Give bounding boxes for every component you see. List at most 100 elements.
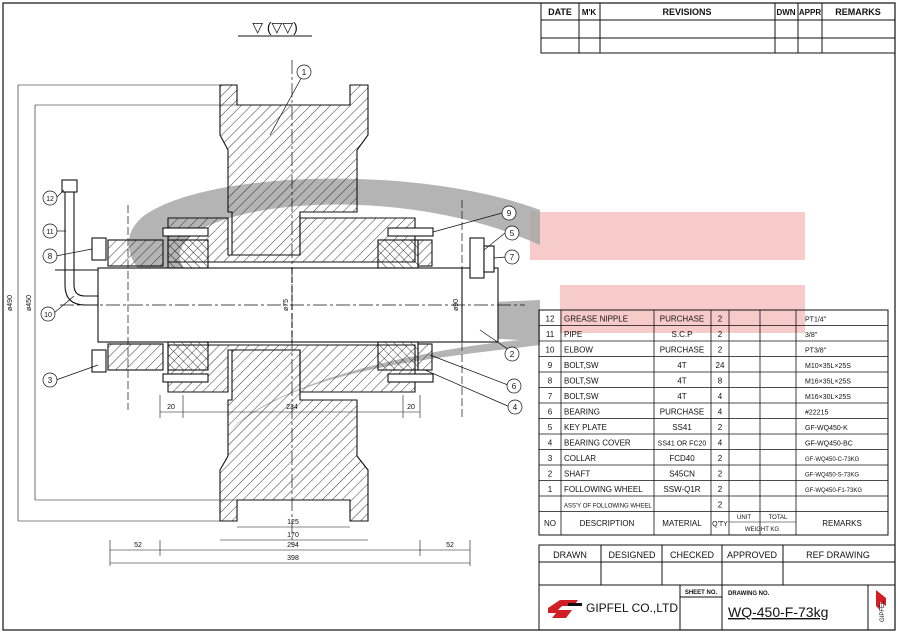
rev-header-remarks: REMARKS — [835, 7, 881, 17]
parts-cell-qty: 2 — [718, 485, 723, 494]
parts-cell-qty: 2 — [718, 470, 723, 479]
parts-cell-desc: ASS'Y OF FOLLOWING WHEEL — [564, 504, 652, 510]
rev-header-mk: M'K — [582, 8, 597, 17]
parts-cell-desc: PIPE — [564, 330, 582, 339]
dim-d450: ø450 — [26, 295, 33, 311]
balloon-labels: 1 2 3 4 5 6 7 8 9 10 11 12 — [44, 68, 518, 412]
bolt-head-left-bottom — [91, 349, 107, 373]
parts-cell-mat: SS41 — [672, 423, 692, 432]
dim-d90: ø90 — [453, 299, 460, 311]
parts-cell-qty: 4 — [718, 392, 723, 401]
parts-cell-no: 11 — [546, 330, 555, 339]
parts-cell-no: 8 — [548, 377, 553, 386]
parts-cell-no: 2 — [548, 470, 553, 479]
rev-header-date: DATE — [548, 7, 572, 17]
parts-cell-mat: PURCHASE — [660, 408, 704, 417]
parts-cell-desc: BOLT,SW — [564, 377, 599, 386]
parts-cell-no: 1 — [548, 485, 553, 494]
grease-nipple — [61, 179, 78, 193]
parts-cell-mat: 4T — [677, 361, 686, 370]
grease-pipe — [64, 189, 99, 306]
parts-cell-mat: S45CN — [669, 470, 695, 479]
parts-header-description: DESCRIPTION — [580, 519, 635, 528]
revision-table: DATE M'K REVISIONS DWN APPR REMARKS — [540, 2, 896, 54]
bearing-cover-right-top — [417, 239, 433, 267]
parts-cell-qty: 2 — [718, 315, 723, 324]
key-plate-top — [469, 237, 485, 279]
company-logo: GIPFEL CO.,LTD — [548, 600, 678, 618]
parts-header-material: MATERIAL — [662, 519, 702, 528]
parts-cell-desc: SHAFT — [564, 470, 590, 479]
parts-cell-mat: 4T — [677, 377, 686, 386]
collar-left-top — [107, 239, 164, 267]
parts-header-weight: WEIGHT KG — [745, 527, 780, 533]
parts-cell-no: 12 — [546, 315, 555, 324]
parts-cell-desc: BOLT,SW — [564, 361, 599, 370]
parts-cell-no: 3 — [548, 454, 553, 463]
logo-mark-icon — [548, 600, 578, 618]
bolt-bottom-right — [387, 373, 434, 383]
bearing-cover-right-bottom — [417, 343, 433, 371]
title-block-labels: DRAWN DESIGNED CHECKED APPROVED REF DRAW… — [553, 550, 870, 620]
parts-cell-qty: 2 — [718, 501, 723, 510]
parts-cell-rem: M10×35L×25S — [805, 363, 851, 370]
parts-cell-rem: GF-WQ450-S-73KG — [805, 473, 859, 479]
label-drawn: DRAWN — [553, 550, 587, 560]
rev-header-appr: APPR — [799, 8, 821, 17]
balloon-1: 1 — [302, 68, 307, 77]
watermark-bar-bottom — [560, 285, 805, 333]
parts-cell-qty: 2 — [718, 346, 723, 355]
parts-cell-rem: #22215 — [805, 410, 828, 417]
dim-398: 398 — [287, 555, 299, 562]
parts-cell-mat: FCD40 — [669, 454, 695, 463]
parts-cell-rem: GF-WQ450-BC — [805, 441, 853, 448]
balloon-8: 8 — [48, 252, 53, 261]
vertical-logo-mark-icon — [876, 590, 886, 610]
part-balloons — [40, 64, 523, 415]
dimensions — [17, 84, 471, 566]
finish-symbol-text: ▽ (▽▽) — [252, 19, 298, 35]
parts-cell-desc: COLLAR — [564, 454, 596, 463]
balloon-9: 9 — [507, 209, 512, 218]
parts-cell-no: 5 — [548, 423, 553, 432]
parts-header-remarks: REMARKS — [822, 519, 862, 528]
parts-cell-rem: PT1/4" — [805, 317, 827, 324]
vertical-logo-text: GIPFEL — [880, 600, 886, 622]
parts-cell-mat: SS41 OR FC20 — [658, 441, 707, 448]
balloon-10: 10 — [44, 312, 52, 319]
dim-170: 170 — [287, 532, 299, 539]
parts-cell-no: 9 — [548, 361, 553, 370]
parts-cell-desc: BEARING COVER — [564, 439, 631, 448]
parts-cell-no: 7 — [548, 392, 553, 401]
parts-cell-rem: GF-WQ450-F1-73KG — [805, 488, 862, 494]
vertical-logo: GIPFEL — [876, 590, 886, 622]
wheel-hub-top — [167, 217, 416, 263]
parts-cell-desc: ELBOW — [564, 346, 593, 355]
dim-d490: ø490 — [7, 295, 14, 311]
label-sheet-no: SHEET NO. — [685, 590, 718, 596]
parts-cell-no: 4 — [548, 439, 553, 448]
dim-left-52: 52 — [134, 542, 142, 549]
wheel-section-view — [55, 60, 525, 545]
parts-cell-desc: KEY PLATE — [564, 423, 607, 432]
parts-header-no: NO — [544, 519, 556, 528]
parts-cell-desc: BOLT,SW — [564, 392, 599, 401]
label-ref-drawing: REF DRAWING — [806, 550, 870, 560]
parts-cell-rem: M16×35L×25S — [805, 379, 851, 386]
parts-cell-mat: 4T — [677, 392, 686, 401]
balloon-6: 6 — [512, 382, 517, 391]
parts-cell-rem: M16×30L×25S — [805, 394, 851, 401]
rev-header-dwn: DWN — [776, 8, 795, 17]
parts-cell-desc: FOLLOWING WHEEL — [564, 485, 643, 494]
parts-cell-qty: 4 — [718, 439, 723, 448]
parts-cell-mat: PURCHASE — [660, 315, 704, 324]
balloon-11: 11 — [46, 229, 53, 236]
balloon-3: 3 — [48, 376, 53, 385]
dim-234: 234 — [286, 404, 298, 411]
dim-294: 294 — [287, 542, 299, 549]
parts-cell-no: 6 — [548, 408, 553, 417]
balloon-2: 2 — [510, 350, 515, 359]
surface-finish-symbol: ▽ (▽▽) — [238, 19, 312, 37]
